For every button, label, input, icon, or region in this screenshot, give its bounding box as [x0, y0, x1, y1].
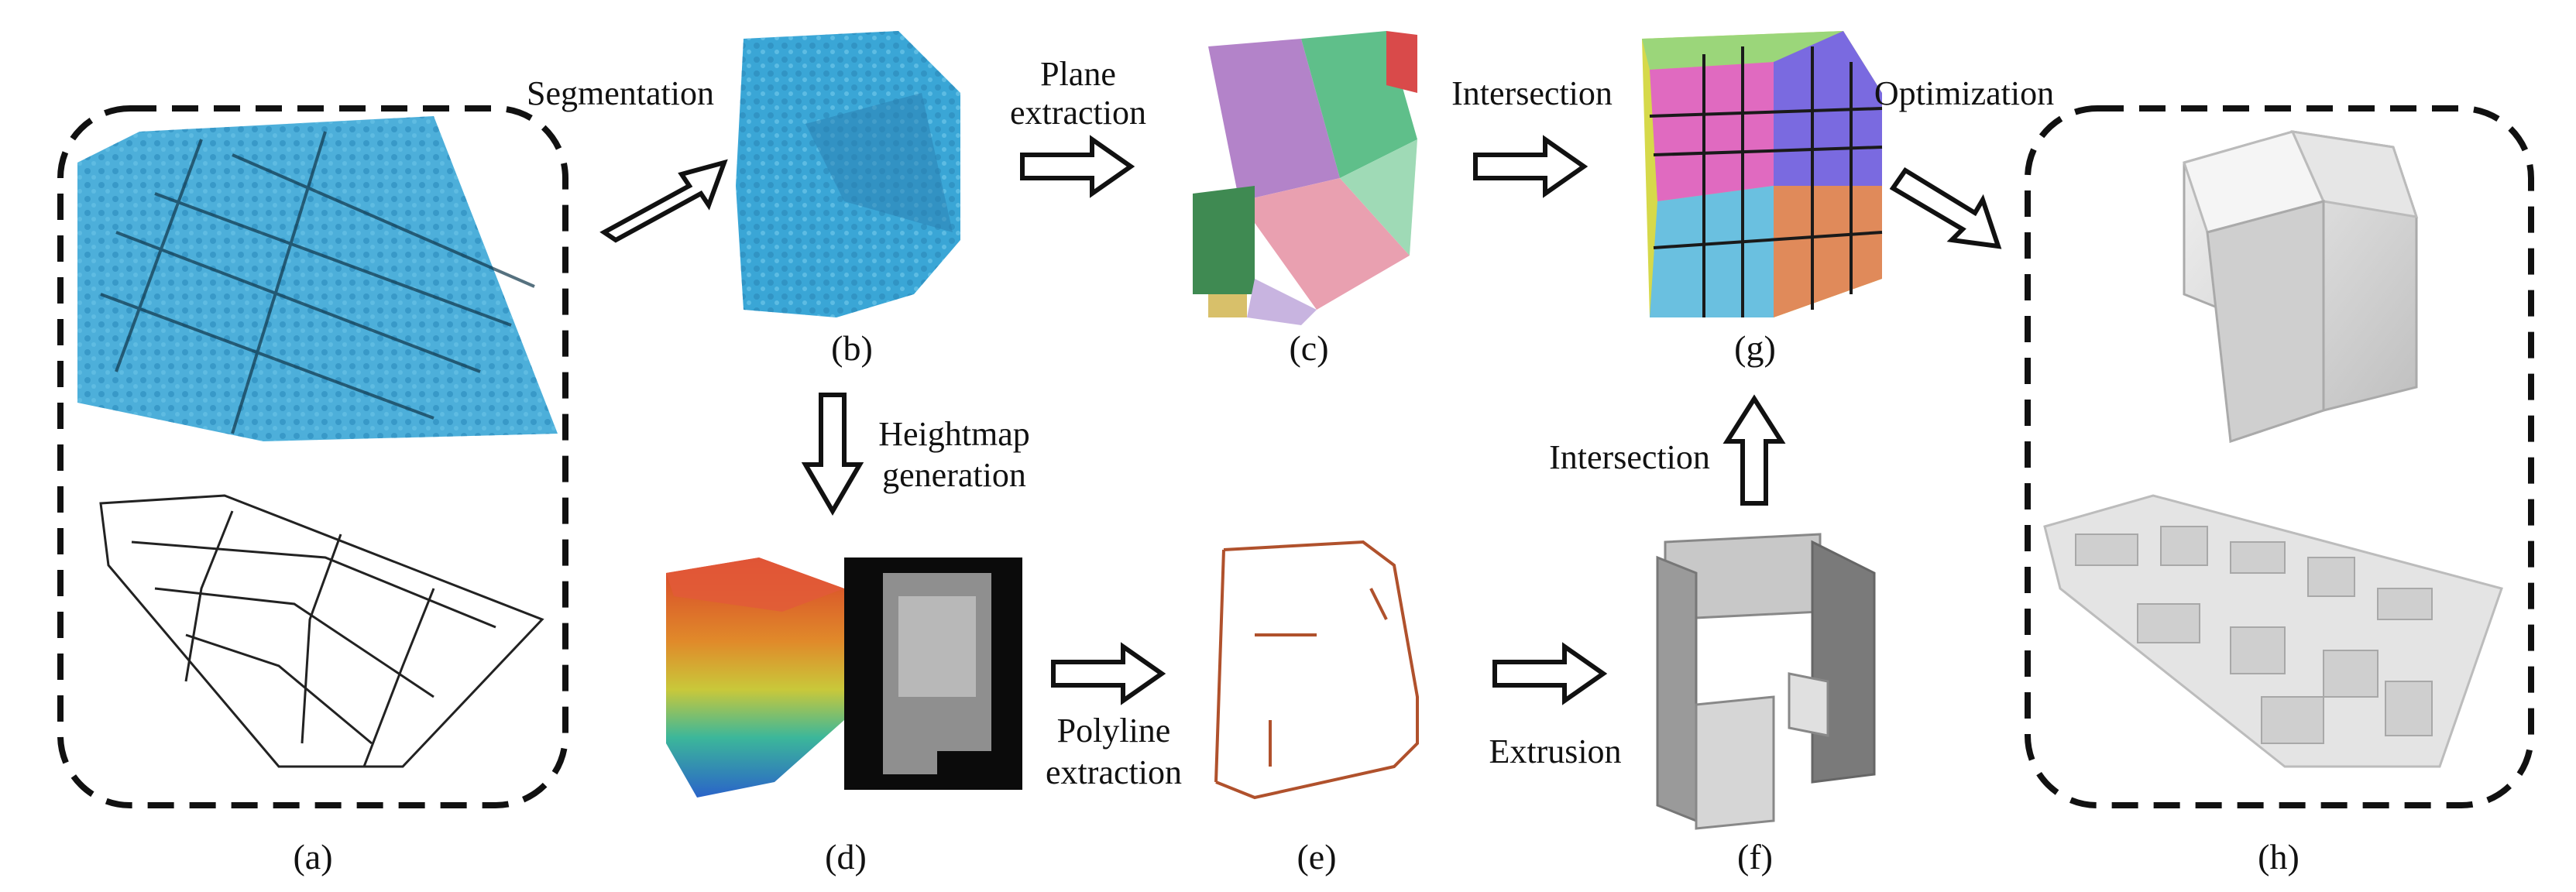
arrow-a-to-b [599, 159, 728, 243]
arrow-g-to-h [1889, 166, 2002, 249]
building-point-cloud-b [736, 31, 960, 317]
dashed-frame-h [2025, 105, 2534, 808]
label-intersection-top: Intersection [1451, 74, 1613, 112]
cell-complex-g [1642, 31, 1883, 317]
label-intersection-right: Intersection [1549, 438, 1710, 476]
city-model [2043, 494, 2503, 768]
caption-d: (d) [825, 837, 867, 877]
arrow-d-to-e [1051, 642, 1166, 705]
caption-c: (c) [1289, 328, 1328, 368]
polylines-e [1214, 540, 1419, 800]
arrow-c-to-g [1473, 135, 1589, 198]
city-point-cloud [77, 116, 558, 441]
label-segmentation: Segmentation [527, 74, 714, 112]
output-panel-h [2025, 105, 2534, 808]
caption-b: (b) [831, 328, 873, 368]
arrow-b-to-d [801, 393, 864, 516]
label-extrusion: Extrusion [1489, 732, 1621, 770]
extruded-walls-f [1656, 533, 1876, 830]
city-footprints [99, 494, 544, 768]
caption-h: (h) [2258, 837, 2300, 877]
input-panel-a [57, 105, 568, 808]
label-heightmap-line1: Heightmap [878, 415, 1030, 453]
arrow-e-to-f [1492, 642, 1608, 705]
label-plane-extraction-line1: Plane [1040, 55, 1116, 93]
plane-extraction-c [1193, 31, 1417, 325]
arrow-f-to-g [1722, 394, 1786, 506]
caption-a: (a) [293, 837, 332, 877]
caption-e: (e) [1297, 837, 1336, 877]
label-heightmap-line2: generation [882, 456, 1026, 494]
heightmap-d [666, 558, 1022, 798]
caption-g: (g) [1734, 328, 1776, 368]
label-polyline-line1: Polyline [1057, 712, 1171, 750]
caption-f: (f) [1737, 837, 1773, 877]
label-polyline-line2: extraction [1046, 753, 1182, 791]
dashed-frame-a [57, 105, 568, 808]
arrow-b-to-c [1020, 135, 1135, 198]
building-model [2183, 130, 2419, 444]
label-plane-extraction-line2: extraction [1010, 94, 1146, 132]
label-optimization: Optimization [1874, 74, 2054, 112]
